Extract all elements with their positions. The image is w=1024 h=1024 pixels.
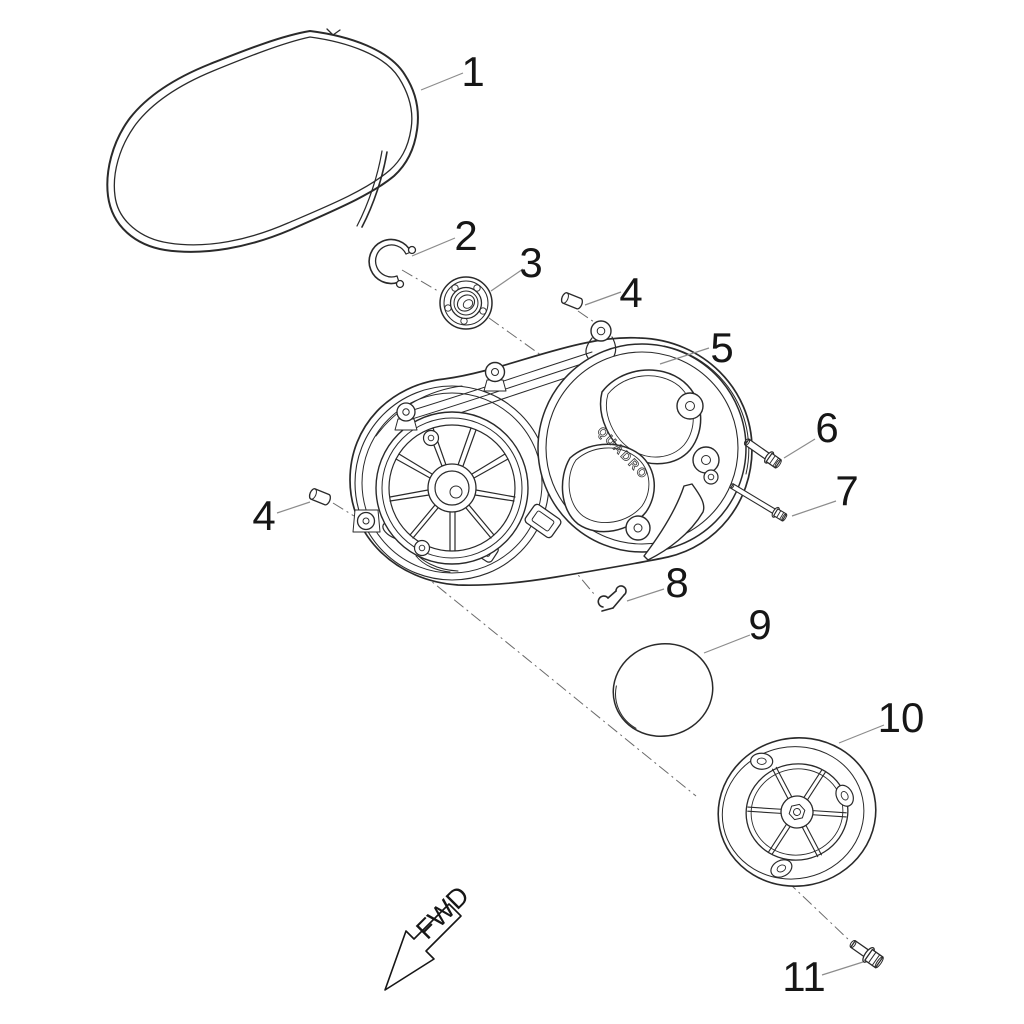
leader-10: [838, 724, 885, 744]
cvt-cover: QUADRO: [349, 320, 753, 587]
axis-pin-lower: [332, 502, 355, 517]
leader-11: [821, 961, 864, 976]
drive-belt: [106, 28, 419, 253]
cover-mount-bosses: [352, 320, 720, 557]
axis-clip: [539, 528, 595, 595]
belt-twist-line: [361, 151, 388, 228]
ball-bearing: [439, 276, 493, 330]
axis-circlip-bearing: [401, 269, 439, 292]
callout-label-2: 2: [454, 212, 477, 259]
axis-main-assembly: [419, 571, 697, 797]
leader-1: [420, 72, 464, 91]
hex-bolt-long: [729, 483, 788, 522]
dowel-pin-lower: [308, 488, 331, 506]
callout-label-1: 1: [461, 48, 484, 95]
cover-opening-lower: [561, 443, 655, 533]
belt-notch: [326, 28, 341, 36]
axis-pin-upper: [577, 310, 598, 325]
leader-6: [783, 438, 816, 459]
leader-2: [411, 237, 456, 257]
fwd-arrow: [384, 903, 462, 991]
hex-bolt-short: [743, 438, 782, 469]
callout-label-11: 11: [782, 953, 826, 1000]
dowel-pin-upper: [560, 292, 583, 310]
callout-label-6: 6: [815, 404, 838, 451]
callout-labels: 1 2 3 4 5 6 7 4 8 9 10 11: [252, 48, 924, 1000]
callout-label-4-lower: 4: [252, 492, 275, 539]
round-cap: [612, 642, 714, 738]
callout-label-10: 10: [878, 694, 925, 741]
leader-7: [791, 500, 837, 517]
leader-4-upper: [584, 291, 622, 306]
callout-label-7: 7: [835, 467, 858, 514]
callout-label-4-upper: 4: [619, 269, 642, 316]
leader-3: [490, 268, 524, 292]
retaining-clip: [597, 585, 627, 612]
axis-bearing-cover: [488, 317, 546, 359]
cover-tail-flange: [643, 483, 705, 561]
callout-label-8: 8: [665, 559, 688, 606]
circlip: [368, 238, 417, 289]
leader-5: [659, 347, 710, 365]
leader-lines: [276, 72, 885, 976]
callout-label-3: 3: [519, 239, 542, 286]
leader-9: [703, 634, 751, 654]
callout-label-9: 9: [748, 601, 771, 648]
cover-fan-grille: [375, 411, 529, 565]
fwd-indicator: FWD: [384, 880, 475, 991]
fan-cover: [717, 736, 877, 888]
leader-4-lower: [276, 501, 311, 514]
callout-label-5: 5: [710, 324, 733, 371]
flange-bolt: [849, 939, 884, 969]
leader-8: [626, 588, 665, 602]
